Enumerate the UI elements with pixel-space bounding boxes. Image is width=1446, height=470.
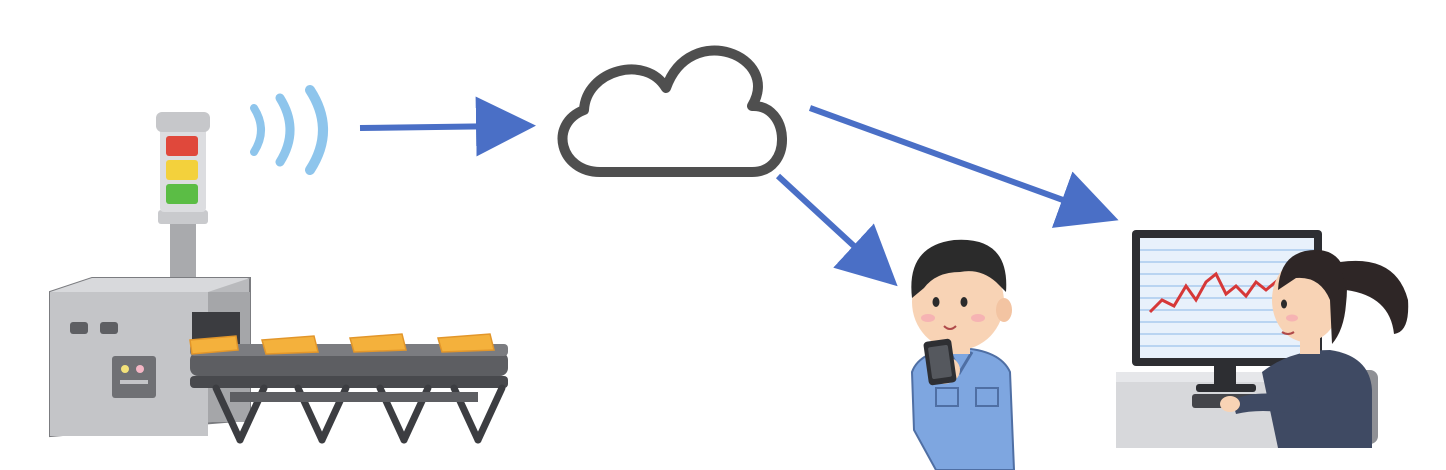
monitor-icon	[1132, 230, 1322, 392]
arrow-cloud-to-worker	[775, 173, 898, 287]
operator-at-monitor-icon	[1116, 230, 1409, 448]
monitor-chart-line	[1148, 271, 1279, 314]
worker-with-smartphone-icon	[910, 239, 1016, 470]
conveyor-item	[189, 335, 239, 355]
factory-conveyor-machine-icon	[49, 85, 508, 444]
conveyor-item	[437, 333, 495, 353]
arrows	[359, 96, 1119, 287]
arrow-cloud-to-operator	[808, 105, 1119, 228]
conveyor-belt	[189, 333, 508, 444]
red-lamp	[166, 136, 198, 156]
yellow-lamp	[166, 160, 198, 180]
conveyor-item	[261, 335, 319, 355]
control-panel	[112, 356, 156, 398]
signal-tower	[156, 112, 210, 282]
conveyor-item	[349, 333, 407, 353]
arrow-machine-to-cloud	[359, 96, 536, 157]
green-lamp	[166, 184, 198, 204]
wireless-signal-icon	[250, 85, 328, 175]
cloud-icon	[557, 45, 787, 177]
machine-cabinet	[49, 277, 251, 438]
